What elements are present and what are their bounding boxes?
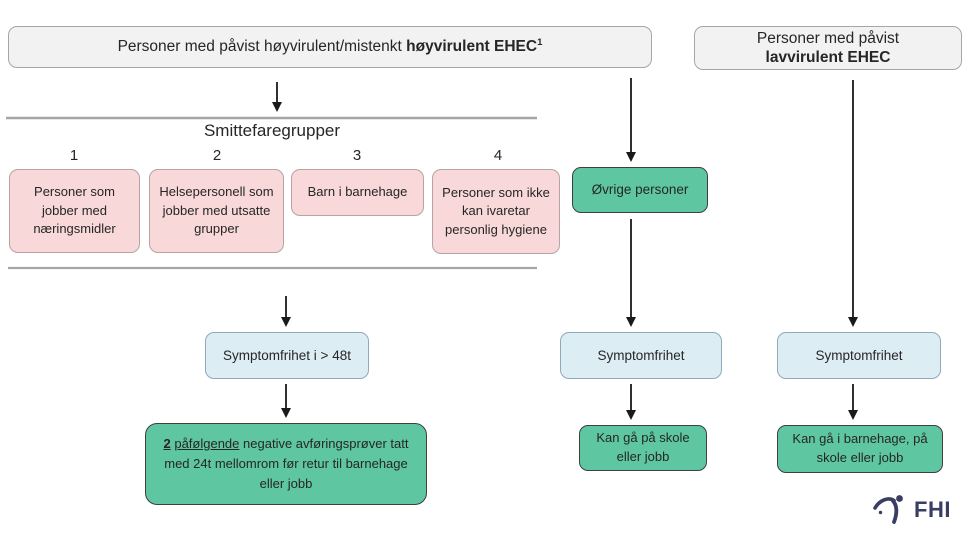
group-box-naeringsmidler: Personer som jobber med næringsmidler	[9, 169, 140, 253]
outcome-box-kindergarten-school-work: Kan gå i barnehage, på skole eller jobb	[777, 425, 943, 473]
outcome-box-school-work: Kan gå på skole eller jobb	[579, 425, 707, 471]
outcome-box-stool-samples: 2 påfølgende negative avføringsprøver ta…	[145, 423, 427, 505]
fhi-logo-symbol	[873, 495, 903, 524]
group-number-2: 2	[212, 147, 222, 164]
outcome-rest-text: negative avføringsprøver tatt med 24t me…	[164, 435, 409, 492]
condition-symptomfree-48t-label: Symptomfrihet i > 48t	[223, 347, 351, 363]
group-box-helsepersonell-label: Helsepersonell som jobber med utsatte gr…	[159, 184, 274, 237]
group-box-naeringsmidler-label: Personer som jobber med næringsmidler	[33, 184, 116, 237]
condition-symptomfree-right-label: Symptomfrihet	[815, 347, 903, 363]
condition-symptomfree-middle-label: Symptomfrihet	[597, 347, 685, 363]
header-hoyvirulent-text: Personer med påvist høyvirulent/mistenkt…	[118, 37, 543, 57]
outcome-stool-samples-text: 2 påfølgende negative avføringsprøver ta…	[154, 434, 418, 494]
header-lavvirulent-line1: Personer med påvist	[756, 29, 900, 47]
group-box-hygiene: Personer som ikke kan ivaretar personlig…	[432, 169, 560, 254]
ovrige-personer-label: Øvrige personer	[591, 182, 689, 198]
group-box-barnehage: Barn i barnehage	[291, 169, 424, 216]
outcome-underline-pafolgende: påfølgende	[174, 435, 240, 451]
groups-heading: Smittefaregrupper	[203, 121, 341, 140]
condition-box-symptomfree-48t: Symptomfrihet i > 48t	[205, 332, 369, 379]
group-number-1: 1	[69, 147, 79, 164]
outcome-bold-2: 2	[163, 435, 171, 451]
outcome-school-work-label: Kan gå på skole eller jobb	[596, 430, 690, 464]
condition-box-symptomfree-right: Symptomfrihet	[777, 332, 941, 379]
ovrige-personer-box: Øvrige personer	[572, 167, 708, 213]
header-lavvirulent-line2: lavvirulent EHEC	[765, 49, 891, 66]
header-box-lavvirulent: Personer med påvist lavvirulent EHEC	[694, 26, 962, 70]
outcome-kindergarten-school-work-label: Kan gå i barnehage, på skole eller jobb	[792, 431, 928, 465]
fhi-logo: FHI	[872, 494, 951, 526]
condition-box-symptomfree-middle: Symptomfrihet	[560, 332, 722, 379]
header-hoyvirulent-bold: høyvirulent EHEC	[406, 38, 538, 55]
group-box-helsepersonell: Helsepersonell som jobber med utsatte gr…	[149, 169, 284, 253]
group-number-3: 3	[352, 147, 362, 164]
group-number-4: 4	[493, 147, 503, 164]
group-box-hygiene-label: Personer som ikke kan ivaretar personlig…	[442, 184, 550, 237]
group-box-barnehage-label: Barn i barnehage	[307, 184, 408, 200]
fhi-logo-text: FHI	[914, 497, 951, 522]
header-hoyvirulent-footnote-marker: 1	[537, 36, 543, 48]
header-hoyvirulent-normal: Personer med påvist høyvirulent/mistenkt	[117, 38, 407, 55]
header-box-hoyvirulent: Personer med påvist høyvirulent/mistenkt…	[8, 26, 652, 68]
